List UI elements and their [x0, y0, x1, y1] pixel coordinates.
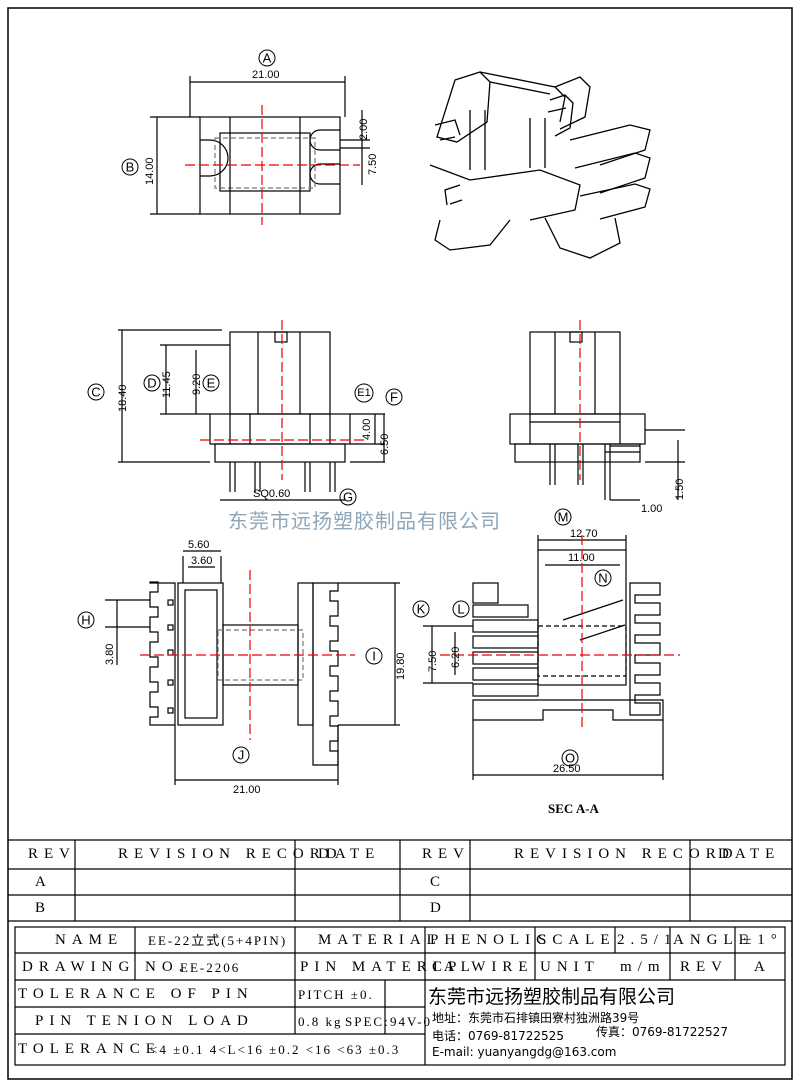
- dim-f1: 4.00: [361, 419, 373, 440]
- scale-value: 2.5/1: [617, 932, 678, 948]
- tolerance-values: <4 ±0.1 4<L<16 ±0.2 <16 <63 ±0.3: [150, 1042, 401, 1057]
- dim-bottom-1: 5.60: [188, 539, 209, 551]
- label-l: L: [457, 602, 464, 617]
- unit-value: m/m: [620, 959, 666, 975]
- material-value: PHENOLIC: [430, 932, 553, 948]
- record-header-left: REVISION RECORD: [118, 846, 343, 862]
- label-d: D: [147, 376, 156, 391]
- unit-label: UNIT: [540, 959, 600, 975]
- spec-label: SPEC:: [345, 1014, 390, 1029]
- dim-side-1: 1.50: [674, 479, 686, 500]
- angle-label: ANGLE: [673, 932, 754, 948]
- dim-bottom-4: 19.80: [395, 652, 407, 680]
- section-caption: SEC A-A: [548, 801, 599, 816]
- spec-value: 94V-0: [390, 1014, 433, 1029]
- dim-bottom-3: 3.80: [104, 644, 116, 665]
- label-e1: E1: [357, 387, 370, 399]
- label-i: I: [372, 649, 376, 664]
- angle-value: ±1°: [743, 932, 783, 948]
- dim-a-width: 21.00: [252, 69, 280, 81]
- tolerance-pin-value: PITCH ±0.: [298, 987, 374, 1002]
- side-view: [509, 320, 685, 501]
- label-k: K: [417, 602, 426, 617]
- pin-material-value: CP WIRE: [432, 959, 534, 975]
- dim-d: 11.45: [161, 371, 173, 398]
- section-view: [423, 535, 680, 780]
- label-m: M: [558, 510, 569, 525]
- rev-value: A: [754, 959, 771, 975]
- revision-table-grid: [8, 839, 792, 922]
- label-g: G: [343, 490, 353, 505]
- pin-material-label: PIN MATERIAL: [300, 959, 476, 975]
- label-n: N: [598, 571, 607, 586]
- isometric-view: [429, 71, 651, 259]
- label-e: E: [207, 376, 216, 391]
- company-email: E-mail: yuanyangdg@163.com: [432, 1045, 617, 1059]
- dim-bottom-5: 21.00: [233, 784, 261, 796]
- name-label: NAME: [55, 932, 124, 948]
- record-header-right: REVISION RECORD: [514, 846, 739, 862]
- label-c: C: [91, 385, 100, 400]
- date-header-right: DATE: [718, 846, 781, 862]
- label-a: A: [263, 51, 272, 66]
- label-b: B: [126, 160, 135, 175]
- watermark-text: 东莞市远扬塑胶制品有限公司: [228, 509, 501, 533]
- material-label: MATERIAL: [318, 932, 442, 948]
- rev-row-c: C: [430, 874, 447, 890]
- dim-e: 9.20: [191, 374, 203, 395]
- label-f: F: [390, 390, 398, 405]
- tolerance-pin-label: TOLERANCE OF PIN: [18, 986, 254, 1002]
- rev-row-d: D: [430, 900, 447, 916]
- label-o: O: [565, 751, 575, 766]
- dim-b-height: 14.00: [144, 157, 156, 185]
- rev-header-left: REV: [28, 846, 76, 862]
- dim-sec-3: 7.50: [427, 651, 439, 672]
- dim-side-2: 1.00: [641, 503, 662, 515]
- company-fax: 传真：0769-81722527: [596, 1025, 728, 1039]
- bottom-view: [105, 550, 400, 785]
- dim-sec-5: 26.50: [553, 763, 581, 775]
- drawing-label: DRAWING NO.: [22, 959, 189, 975]
- front-view: [118, 320, 385, 501]
- rev-row-b: B: [35, 900, 52, 916]
- company-phone: 电话：0769-81722525: [432, 1029, 564, 1043]
- dim-f2: 6.50: [379, 434, 391, 455]
- tolerance-label: TOLERANCE: [18, 1041, 161, 1057]
- dim-bottom-2: 3.60: [191, 555, 212, 567]
- dim-sec-4: 6.20: [450, 647, 462, 668]
- name-value: EE-22立式(5+4PIN): [148, 933, 288, 948]
- company-address: 地址：东莞市石排镇田寮村独洲路39号: [432, 1011, 640, 1025]
- pin-load-label: PIN TENION LOAD: [35, 1013, 254, 1029]
- date-header-left: DATE: [318, 846, 381, 862]
- dim-sec-2: 11.00: [568, 552, 595, 564]
- rev-row-a: A: [35, 874, 52, 890]
- company-name: 东莞市远扬塑胶制品有限公司: [428, 986, 676, 1008]
- top-view: [150, 76, 370, 225]
- dim-center: 7.50: [367, 154, 379, 175]
- dim-sec-1: 12.70: [570, 528, 598, 540]
- dim-slot: 2.00: [358, 119, 370, 140]
- dim-pin-sq: SQ0.60: [253, 488, 290, 500]
- rev-header-right: REV: [422, 846, 470, 862]
- label-j: J: [238, 748, 245, 763]
- label-h: H: [81, 613, 90, 628]
- scale-label: SCALE: [538, 932, 616, 948]
- dim-c: 18.40: [117, 384, 129, 412]
- pin-load-value: 0.8 kg: [298, 1014, 343, 1029]
- drawing-value: EE-2206: [180, 960, 241, 975]
- rev-label: REV: [680, 959, 728, 975]
- title-block-grid: [14, 926, 786, 1066]
